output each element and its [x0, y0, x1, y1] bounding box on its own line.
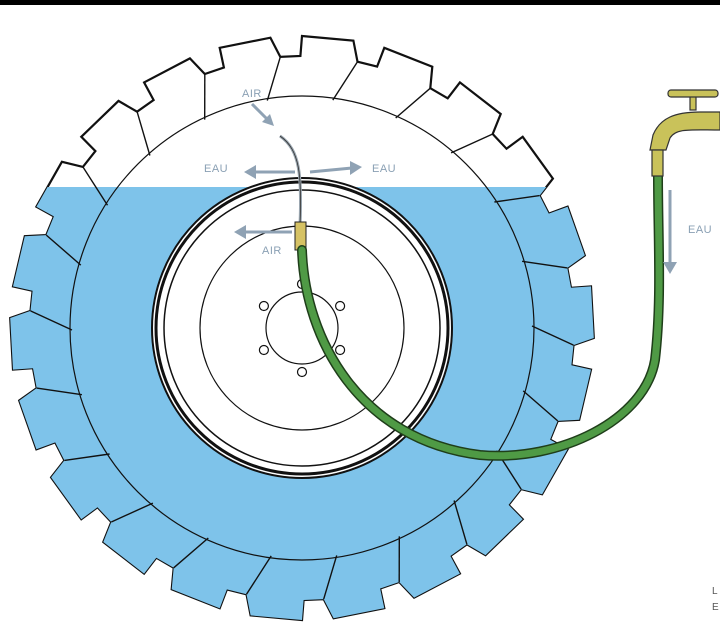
tread-groove — [173, 537, 209, 569]
rim-band — [154, 180, 450, 476]
tread-groove — [450, 133, 493, 154]
tread-groove — [531, 325, 574, 346]
lug-hole — [258, 344, 269, 356]
tread-groove — [45, 234, 82, 266]
label-eau-right: EAU — [372, 163, 396, 175]
tread-groove — [245, 555, 272, 595]
rim-inner — [163, 189, 441, 467]
label-air-inner: AIR — [262, 245, 282, 257]
tread-groove — [266, 56, 281, 101]
label-air-top: AIR — [242, 88, 262, 100]
tread-groove — [30, 310, 73, 331]
wheel-hub — [265, 291, 339, 365]
lug-hole — [335, 344, 346, 356]
arrow-eau-right-head — [350, 161, 362, 175]
arrow-air-in-head — [262, 114, 274, 126]
label-eau-left: EAU — [204, 163, 228, 175]
tread-groove — [136, 111, 151, 156]
tread-groove — [332, 61, 359, 101]
flow-arrows — [234, 102, 677, 274]
faucet-icon — [649, 89, 720, 177]
tread-groove — [521, 260, 568, 269]
arrow-eau-down-head — [663, 262, 677, 274]
arrow-air-in — [250, 102, 270, 122]
tread-groove — [522, 390, 559, 422]
arrow-eau-right — [309, 166, 353, 174]
arrow-eau-left-head — [244, 165, 256, 179]
tread-groove — [111, 502, 154, 523]
corner-mark-1: L — [712, 586, 718, 597]
tread-groove — [323, 555, 338, 600]
tread-groove — [36, 387, 83, 396]
tread-groove — [494, 194, 540, 203]
garden-hose-fill — [298, 171, 663, 460]
lug-hole — [335, 300, 346, 312]
tread-groove — [82, 166, 109, 206]
tread-inner-line — [69, 95, 535, 561]
lug-hole — [296, 366, 308, 378]
tread-groove — [64, 453, 110, 462]
top-bar — [0, 0, 720, 5]
tread-grooves — [30, 56, 574, 600]
label-eau-tap: EAU — [688, 224, 712, 236]
air-tube-edge — [279, 135, 302, 227]
tread-groove — [453, 500, 468, 545]
tread-groove — [395, 87, 431, 119]
corner-mark-2: E — [712, 602, 719, 613]
arrow-air-out-head — [234, 225, 246, 239]
lug-hole — [258, 300, 269, 312]
